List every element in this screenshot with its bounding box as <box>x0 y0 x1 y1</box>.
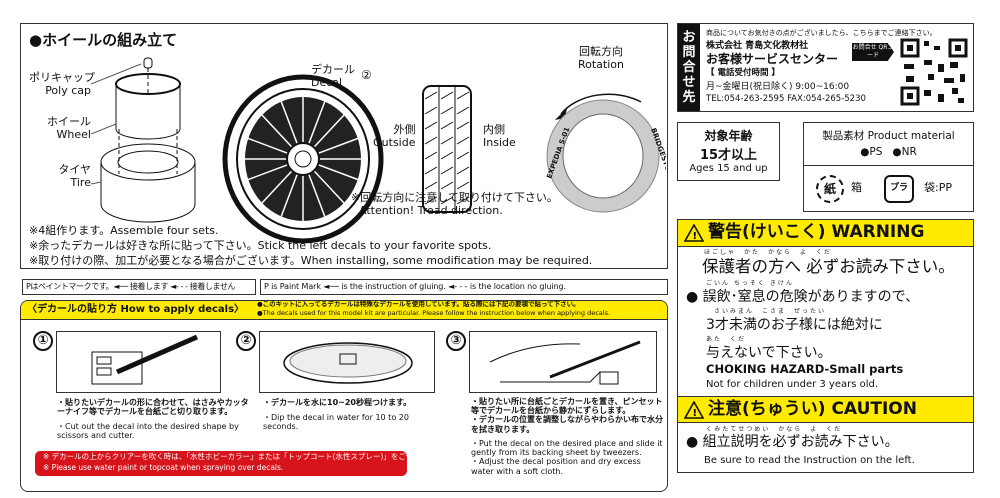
caution-line: ● 組立説明を必ずお読み下さい。 <box>686 434 899 450</box>
contact-side-label: お問合せ先 <box>678 24 700 111</box>
step3-en: ・Put the decal on the desired place and … <box>471 439 663 476</box>
hours-label: 【 電話受付時間 】 <box>706 68 780 78</box>
step2-illustration <box>259 331 435 393</box>
age-label: 対象年齢 <box>704 129 753 143</box>
plastic-recycle-icon: プラ <box>884 175 914 203</box>
decal-intro-en: ●The decals used for this model kit are … <box>257 309 611 317</box>
phone-fax: TEL:054-263-2595 FAX:054-265-5230 <box>706 94 866 104</box>
assembly-title: ●ホイールの組み立て <box>29 31 178 49</box>
caution-triangle-icon: ! <box>684 401 704 419</box>
box-material: 箱 <box>851 181 862 194</box>
company-name: 株式会社 青島文化教材社 <box>706 41 809 51</box>
step3-jp: ・貼りたい所に台紙ごとデカールを置き、ピンセット等でデカールを台紙から静かにずら… <box>471 397 663 434</box>
service-center: お客様サービスセンター <box>706 52 839 66</box>
step1-en: ・Cut out the decal into the desired shap… <box>57 422 239 441</box>
legend-jp: Pはペイントマークです。◄── 接着します ◄- - - 接着しません <box>22 279 256 295</box>
contact-intro: 商品についてお気付きの点がございましたら、こちらまでご連絡下さい。 <box>706 29 937 37</box>
tire-sidewall-diagram: EXPEDIA S-01 BRIDGESTONE <box>545 93 666 213</box>
qr-label: お問合せ QRコード <box>852 43 894 61</box>
warning-box: ! 警告(けいこく) WARNING ほごしゃ かた かなら よ くだ 保護者の… <box>677 219 974 473</box>
choking-hazard-detail: Not for children under 3 years old. <box>706 379 879 390</box>
decal-section: 〈デカールの貼り方 How to apply decals〉 ●このキットに入っ… <box>20 300 668 492</box>
warning-triangle-icon: ! <box>684 224 704 242</box>
step-number: ② <box>236 331 256 351</box>
qr-code-icon[interactable] <box>900 38 968 106</box>
step-number: ① <box>33 331 53 351</box>
step-number: ③ <box>446 331 466 351</box>
paper-recycle-icon: 紙 <box>816 175 844 203</box>
step1-jp: ・貼りたいデカールの形に合わせて、はさみやカッターナイフ等でデカールを台紙ごと切… <box>57 398 249 417</box>
material-items: ●PS ●NR <box>860 146 917 158</box>
material-box: 製品素材 Product material ●PS ●NR 紙 箱 プラ 袋:P… <box>803 122 974 212</box>
note: ※余ったデカールは好きな所に貼って下さい。Stick the left deca… <box>29 239 492 252</box>
decal-intro-jp: ●このキットに入ってるデカールは特殊なデカールを使用しています。貼る際には下記の… <box>257 300 580 308</box>
decal-title: 〈デカールの貼り方 How to apply decals〉 <box>27 304 245 315</box>
tread-note: ※回転方向に注意して取り付けて下さい。Attention! Tread dire… <box>351 191 558 217</box>
warning-line: ● 誤飲･窒息の危険がありますので、 <box>686 289 920 305</box>
note: ※4組作ります。Assemble four sets. <box>29 224 219 237</box>
age-en: Ages 15 and up <box>689 163 768 174</box>
step2-jp: ・デカールを水に10~20秒程つけます。 <box>263 398 412 407</box>
age-box: 対象年齢 15才以上 Ages 15 and up <box>677 122 780 181</box>
legend-en: P is Paint Mark ◄── is the instruction o… <box>260 279 668 295</box>
warning-line: 与えないで下さい。 <box>706 345 832 361</box>
warning-line: 3才未満のお子様には絶対に <box>706 317 883 333</box>
wheel-decal-diagram <box>222 74 384 244</box>
step3-illustration <box>469 331 657 393</box>
svg-text:!: ! <box>693 408 698 419</box>
step1-illustration <box>56 331 221 393</box>
note: ※取り付けの際、加工が必要となる場合がございます。When installing… <box>29 254 593 267</box>
tread-diagram <box>422 85 472 213</box>
material-title: 製品素材 Product material <box>822 130 955 142</box>
age-value: 15才以上 <box>699 148 758 163</box>
assembly-notes: ※4組作ります。Assemble four sets. ※余ったデカールは好きな… <box>29 223 592 268</box>
warning-line: 保護者の方へ 必ずお読み下さい。 <box>702 257 955 276</box>
decal-number: ② <box>361 68 372 82</box>
caution-header: ! 注意(ちゅうい) CAUTION <box>678 396 973 423</box>
decal-header: 〈デカールの貼り方 How to apply decals〉 ●このキットに入っ… <box>21 301 667 320</box>
svg-text:!: ! <box>693 231 698 242</box>
step2-en: ・Dip the decal in water for 10 to 20 sec… <box>263 413 409 432</box>
wheel-assembly-diagram <box>91 57 196 223</box>
contact-box: お問合せ先 商品についてお気付きの点がございましたら、こちらまでご連絡下さい。 … <box>677 23 974 112</box>
hours: 月~金曜日(祝日除く) 9:00~16:00 <box>706 82 850 92</box>
warning-header: ! 警告(けいこく) WARNING <box>678 220 973 247</box>
choking-hazard: CHOKING HAZARD-Small parts <box>706 362 904 376</box>
spray-warning: ※ デカールの上からクリアーを吹く時は、「水性ホビーカラー」または「トップコート… <box>35 451 451 476</box>
bag-material: 袋:PP <box>924 181 952 194</box>
caution-en: Be sure to read the Instruction on the l… <box>704 455 915 466</box>
